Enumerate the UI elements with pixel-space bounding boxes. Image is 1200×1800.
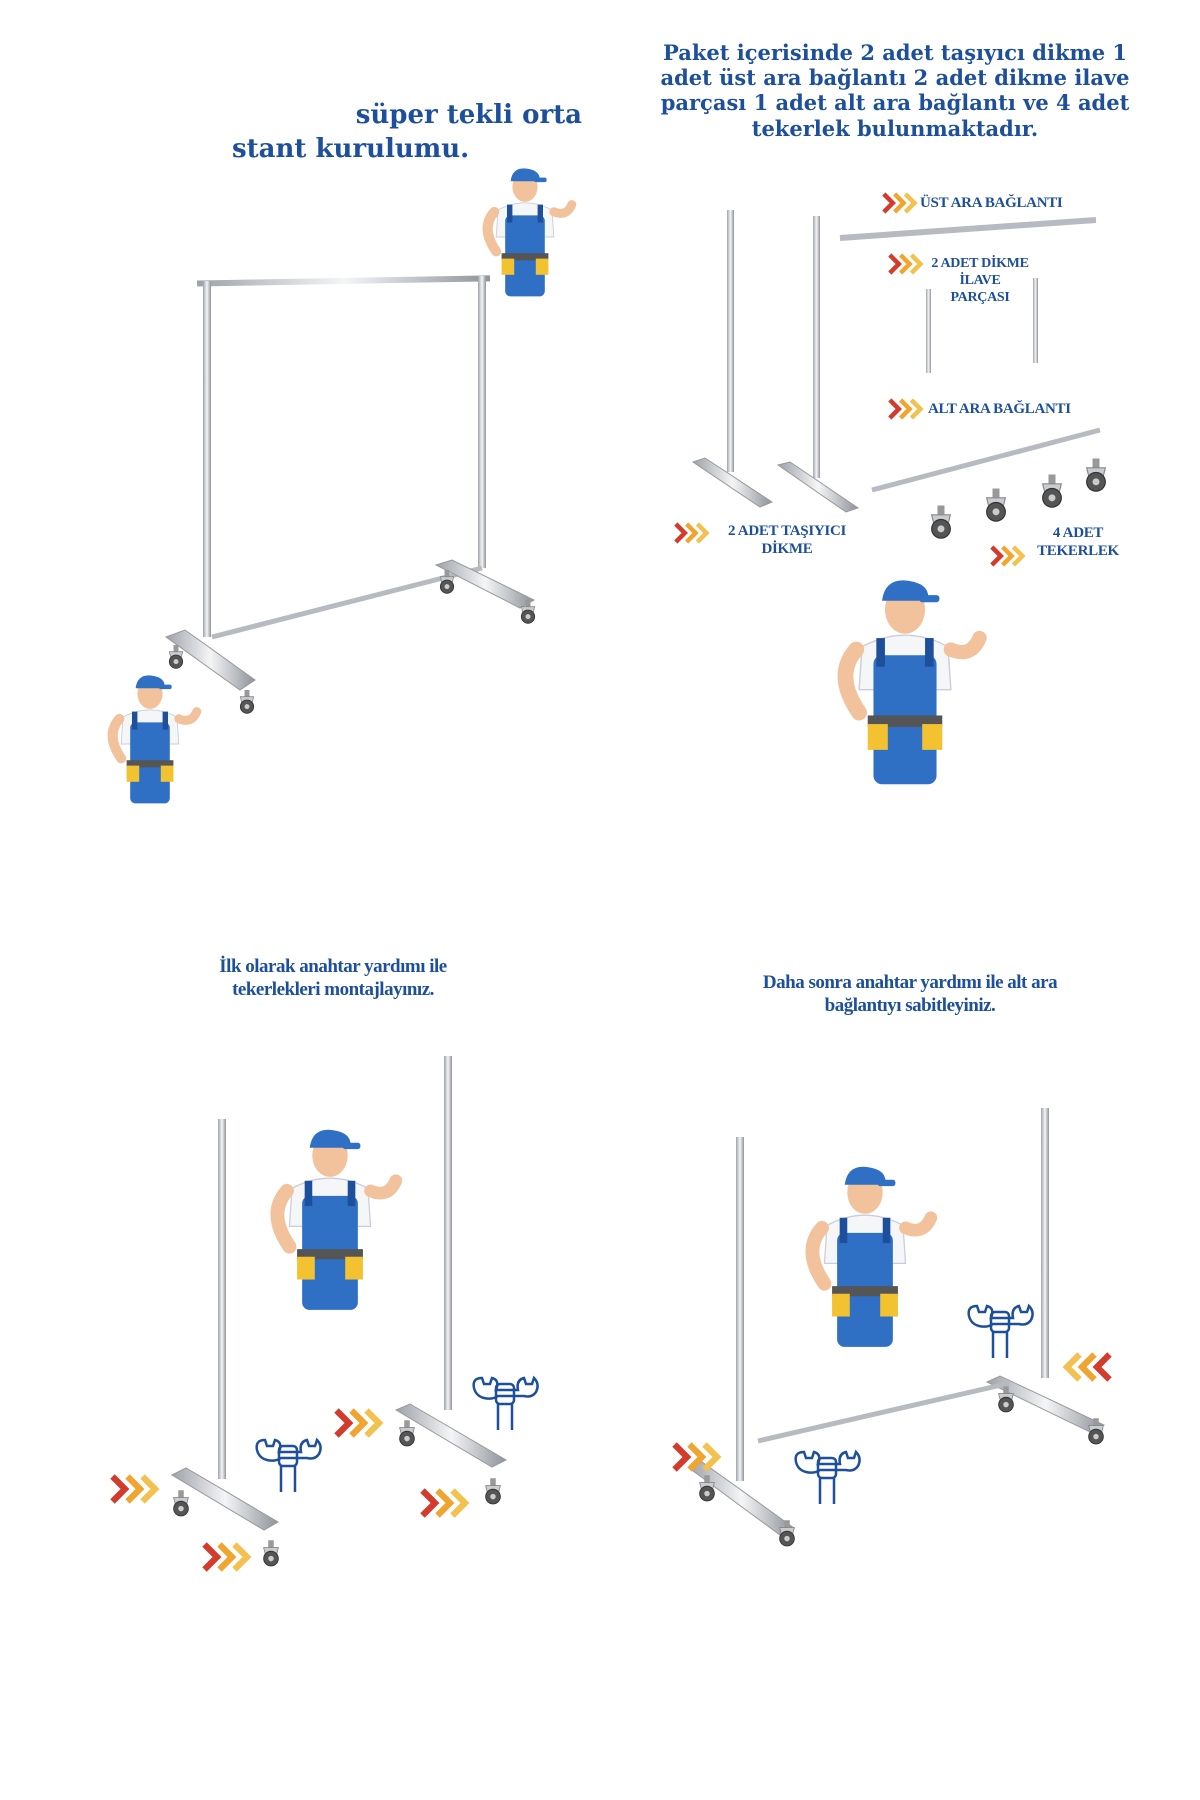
label-top-connector: ÜST ARA BAĞLANTI [920, 195, 1063, 211]
wrench-hand-icon [794, 1450, 861, 1506]
intro-title-line2: stant kurulumu. [232, 134, 470, 164]
label-line: TEKERLEK [1037, 543, 1119, 559]
step1-line: tekerlekleri montajlayınız. [232, 978, 434, 1000]
worker-illustration [488, 168, 572, 296]
assembled-rack [164, 275, 536, 714]
label-line: 2 ADET DİKME [931, 256, 1029, 271]
step2-line: bağlantıyı sabitleyiniz. [824, 994, 996, 1016]
worker-illustration [113, 675, 197, 803]
worker-illustration [277, 1130, 395, 1310]
label-bottom-connector: ALT ARA BAĞLANTI [928, 401, 1071, 417]
step1-line: İlk olarak anahtar yardımı ile [219, 956, 447, 977]
label-line: İLAVE [959, 272, 1001, 288]
package-heading: Paket içerisinde 2 adet taşıyıcı dikme 1… [660, 40, 1130, 141]
label-line: 4 ADET [1052, 525, 1104, 541]
label-line: PARÇASI [950, 289, 1010, 305]
step2-rack [688, 1108, 1106, 1547]
step1-rack-parts [170, 1056, 508, 1567]
label-line: DİKME [761, 541, 813, 557]
label-extension-pieces: 2 ADET DİKME İLAVE PARÇASI [920, 256, 1040, 306]
parts-illustration [691, 210, 1106, 539]
wrench-hand-icon [472, 1376, 539, 1432]
step2-instruction: Daha sonra anahtar yardımı ile alt ara b… [660, 972, 1160, 1018]
wrench-hand-icon [255, 1438, 322, 1494]
worker-illustration [812, 1167, 930, 1347]
step2-line: Daha sonra anahtar yardımı ile alt ara [762, 972, 1058, 993]
step1-instruction: İlk olarak anahtar yardımı ile tekerlekl… [133, 956, 533, 1002]
label-wheels: 4 ADET TEKERLEK [1028, 524, 1128, 560]
label-uprights: 2 ADET TAŞIYICI DİKME [712, 522, 862, 558]
wrench-hand-icon [967, 1304, 1034, 1360]
worker-illustration [845, 580, 979, 784]
intro-title-line1: süper tekli orta [355, 100, 582, 130]
label-line: 2 ADET TAŞIYICI [727, 523, 847, 539]
